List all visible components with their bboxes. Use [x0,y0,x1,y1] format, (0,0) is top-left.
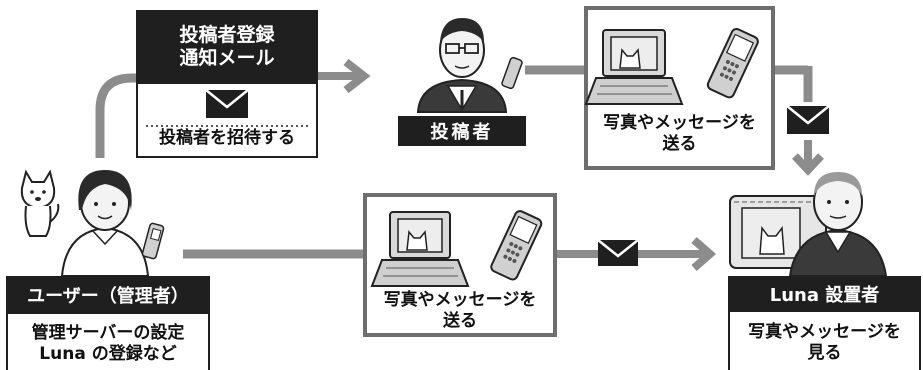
invite-poster-text: 投稿者を招待する [159,128,295,148]
envelope-icon [205,89,249,118]
center-to-owner-arrowhead [691,236,717,272]
notify-envelope-area [146,89,308,127]
poster-person-illustration [416,18,523,113]
admin-label: ユーザー（管理者） [6,276,210,314]
center-send-line-1: 写真やメッセージを [383,290,537,310]
laptop-icon [584,29,684,105]
owner-view-line-2: 見る [807,343,842,363]
admin-to-notify-connector [95,73,136,158]
dog-icon [20,169,60,237]
owner-label: Luna 設置者 [728,276,921,312]
center-send-line-2: 送る [443,310,477,331]
admin-desc-line-1: 管理サーバーの設定 [31,322,185,343]
owner-description-box: 写真やメッセージを 見る [728,312,921,370]
down-arrow-head [792,153,824,176]
notify-title-line-1: 投稿者登録 [179,24,275,47]
poster-label: 投稿者 [398,116,526,146]
notify-mail-title-box: 投稿者登録 通知メール [136,10,318,84]
admin-desc-line-2: Luna の登録など [39,344,177,364]
notify-mail-body-box: 投稿者を招待する [136,84,318,158]
admin-description-box: 管理サーバーの設定 Luna の登録など [6,314,210,370]
poster-send-line-2: 送る [662,133,697,154]
mobile-phone-icon [706,28,759,99]
laptop-icon [370,211,470,287]
notify-title-line-2: 通知メール [179,47,275,69]
admin-person-illustration [60,170,165,277]
center-send-caption: 写真やメッセージを 送る [367,290,553,331]
poster-send-caption: 写真やメッセージを 送る [588,113,771,154]
envelope-icon [786,105,830,134]
owner-view-line-1: 写真やメッセージを [748,321,901,342]
envelope-icon [597,239,639,266]
mobile-phone-icon [490,210,543,281]
notify-to-poster-arrowhead [343,58,371,94]
poster-send-line-1: 写真やメッセージを [603,113,756,133]
owner-person-illustration [788,172,888,277]
